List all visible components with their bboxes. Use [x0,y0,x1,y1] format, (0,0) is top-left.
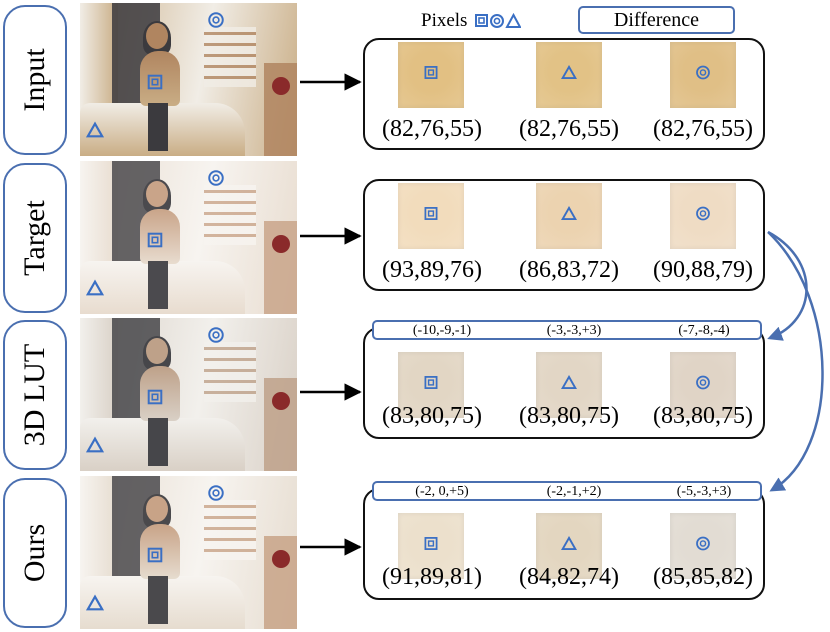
triangle-marker-icon [560,205,578,227]
square-marker-icon [423,536,439,557]
pixel-swatch-circle [670,42,736,108]
curved-arrow-to-ours [767,231,824,492]
square-marker-icon [146,546,164,569]
circle-marker-icon [695,375,711,396]
circle-marker-icon [695,206,711,227]
row-label-ours: Ours [3,478,67,628]
marker-legend-icons [475,12,522,28]
triangle-marker-icon [560,374,578,396]
square-marker-icon [423,65,439,86]
pixel-value: (83,80,75) [653,403,753,429]
photo-ornament [272,550,290,568]
bedroom-photo [80,318,297,471]
triangle-marker-icon [560,535,578,557]
difference-bar: (-2, 0,+5) (-2,-1,+2) (-5,-3,+3) [372,481,762,501]
triangle-marker-icon [85,594,105,617]
pixel-value: (82,76,55) [653,116,753,142]
photo-board [204,500,256,560]
pixel-value: (86,83,72) [519,257,619,283]
photo-person-legs [148,576,168,624]
square-marker-icon [146,73,164,96]
circle-marker-icon [490,14,505,28]
pixel-swatch-square [398,352,464,418]
circle-marker-icon [695,536,711,557]
triangle-marker-icon [85,436,105,459]
pixel-swatch-circle [670,352,736,418]
pixel-swatch-triangle [536,183,602,249]
pixel-value: (85,85,82) [653,564,753,590]
square-marker-icon [146,231,164,254]
pixel-swatch-square [398,42,464,108]
circle-marker-icon [207,169,225,192]
photo-person-body [140,524,180,579]
photo-ornament [272,77,290,95]
photo-person-head [146,181,168,207]
triangle-marker-icon [560,64,578,86]
pixel-value: (90,88,79) [653,257,753,283]
difference-value: (-7,-8,-4) [678,323,730,338]
difference-legend: Difference [578,6,735,34]
square-marker-icon [475,14,489,27]
pixel-swatch-triangle [536,352,602,418]
photo-person-head [146,338,168,364]
difference-label: Difference [613,9,700,31]
triangle-marker-icon [505,12,522,28]
circle-marker-icon [695,65,711,86]
pixels-legend: Pixels [421,10,522,32]
difference-value: (-5,-3,+3) [676,484,732,499]
pixel-swatch-square [398,513,464,579]
difference-value: (-2,-1,+2) [546,484,602,499]
row-label-target: Target [3,163,67,313]
pixel-value: (93,89,76) [382,257,482,283]
difference-value: (-2, 0,+5) [415,484,469,499]
difference-value: (-3,-3,+3) [546,323,602,338]
circle-marker-icon [207,326,225,349]
photo-person-head [146,23,168,49]
row-label-input: Input [3,5,67,155]
pixels-label: Pixels [421,10,468,31]
triangle-marker-icon [85,279,105,302]
circle-marker-icon [207,11,225,34]
bedroom-photo [80,161,297,314]
pixel-swatch-square [398,183,464,249]
pixel-swatch-triangle [536,513,602,579]
photo-ornament [272,235,290,253]
triangle-marker-icon [85,121,105,144]
difference-value: (-10,-9,-1) [412,323,472,338]
pixel-swatch-circle [670,183,736,249]
photo-person-body [140,209,180,264]
photo-person-body [140,366,180,421]
bedroom-photo [80,476,297,629]
photo-person-legs [148,103,168,151]
circle-marker-icon [207,484,225,507]
photo-person-legs [148,261,168,309]
bedroom-photo [80,3,297,156]
square-marker-icon [146,388,164,411]
pixel-value: (83,80,75) [382,403,482,429]
photo-board [204,27,256,87]
photo-person-head [146,496,168,522]
pixel-swatch-circle [670,513,736,579]
photo-person-body [140,51,180,106]
photo-ornament [272,392,290,410]
row-label-3d-lut: 3D LUT [3,320,67,470]
pixel-value: (84,82,74) [519,564,619,590]
photo-board [204,342,256,402]
pixel-value: (83,80,75) [519,403,619,429]
curved-arrow-to-3dlut [767,230,808,341]
pixel-value: (82,76,55) [382,116,482,142]
photo-person-legs [148,418,168,466]
photo-board [204,185,256,245]
pixel-swatch-triangle [536,42,602,108]
pixel-value: (91,89,81) [382,564,482,590]
pixel-value: (82,76,55) [519,116,619,142]
square-marker-icon [423,375,439,396]
difference-bar: (-10,-9,-1) (-3,-3,+3) (-7,-8,-4) [372,320,762,340]
square-marker-icon [423,206,439,227]
